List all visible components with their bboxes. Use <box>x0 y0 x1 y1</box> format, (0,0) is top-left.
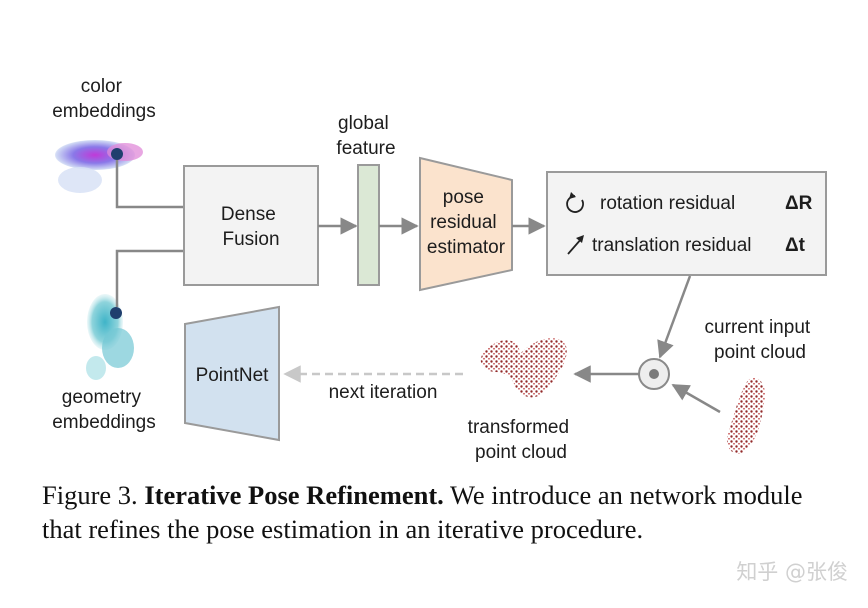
combine-node-dot <box>649 369 659 379</box>
translation-residual-label: translation residual <box>592 235 751 256</box>
rotation-residual-symbol: ΔR <box>785 193 813 214</box>
rotation-icon <box>566 192 584 213</box>
color-embeddings-image <box>55 140 143 193</box>
geometry-to-fusion-line <box>115 249 184 307</box>
translation-icon <box>567 235 584 255</box>
dense-fusion-box <box>183 165 319 286</box>
color-embeddings-label: color embeddings <box>52 76 156 122</box>
pointnet-box <box>184 305 280 442</box>
pose-residual-estimator-label: pose residual estimator <box>427 187 506 258</box>
color-to-fusion-line <box>115 160 184 209</box>
transformed-point-cloud-image <box>480 338 567 398</box>
translation-residual-symbol: Δt <box>785 235 806 256</box>
current-input-point-cloud-image <box>726 377 766 454</box>
pose-residual-estimator-box <box>419 156 513 292</box>
caption-prefix: Figure 3. <box>42 480 145 510</box>
residual-to-combine-arrow <box>657 275 692 359</box>
global-feature-bar <box>357 164 380 286</box>
dense-fusion-label: Dense Fusion <box>221 204 281 250</box>
global-feature-label: global feature <box>336 113 395 159</box>
residual-output-box <box>546 171 827 276</box>
rotation-residual-label: rotation residual <box>600 193 735 214</box>
pointnet-label: PointNet <box>196 365 270 386</box>
geometry-embeddings-image <box>86 294 134 380</box>
transformed-point-cloud-label: transformed point cloud <box>468 417 575 463</box>
cloud-to-combine-arrow <box>671 383 721 414</box>
caption-title: Iterative Pose Refinement. <box>144 480 444 510</box>
caption-body: We introduce an network module that refi… <box>42 480 803 544</box>
watermark: 知乎 @张俊 <box>736 560 848 584</box>
geometry-embeddings-label: geometry embeddings <box>52 387 156 433</box>
figure-caption: Figure 3. Iterative Pose Refinement. We … <box>42 478 842 546</box>
color-embedding-point <box>111 148 123 160</box>
current-input-point-cloud-label: current input point cloud <box>705 317 816 363</box>
pose-refinement-diagram: color embeddings geometry embeddings Den… <box>52 76 827 463</box>
geometry-embedding-point <box>110 307 122 319</box>
next-iteration-label: next iteration <box>329 382 438 403</box>
